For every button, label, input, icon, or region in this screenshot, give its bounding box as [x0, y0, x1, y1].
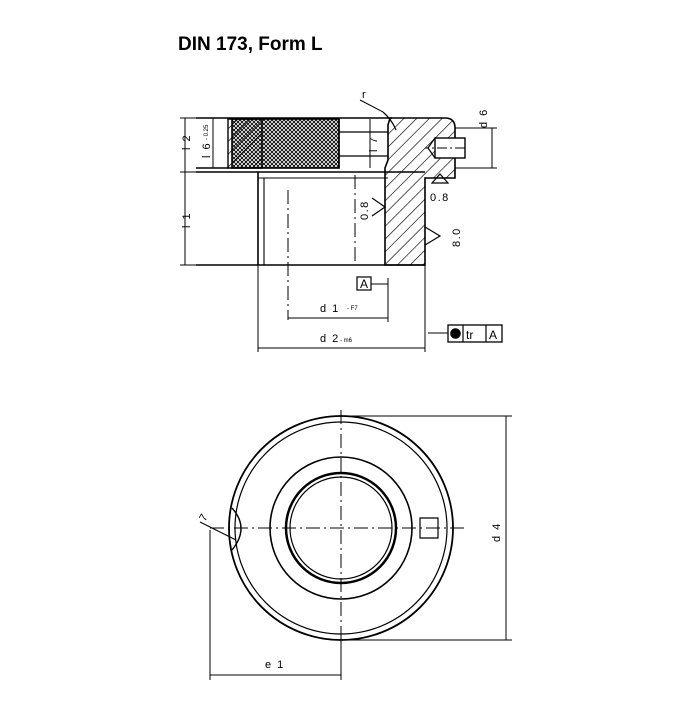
label-l2: l 2	[181, 134, 193, 150]
tolerance-datum: A	[489, 328, 497, 342]
section-view	[180, 99, 503, 352]
top-view	[199, 410, 512, 680]
datum-label: A	[360, 277, 368, 291]
label-d2-tolerance: - m6	[340, 338, 353, 344]
label-l1: l 1	[181, 212, 193, 228]
label-roughness-face: 0.8	[430, 192, 450, 204]
drawing-title: DIN 173, Form L	[178, 34, 323, 55]
insert-left-block	[227, 118, 263, 169]
label-d6: d 6	[478, 108, 490, 128]
label-r: r	[362, 89, 367, 101]
tolerance-symbol: tr	[466, 328, 473, 342]
label-e1: e 1	[265, 659, 285, 671]
label-roughness-outer: 8.0	[451, 227, 463, 247]
label-d2: d 2	[320, 333, 340, 345]
label-l6-tolerance: - 0.25	[204, 124, 210, 140]
label-d1: d 1	[320, 303, 340, 315]
label-notch-radius: 7	[197, 511, 211, 524]
label-roughness-bore: 0.8	[359, 200, 371, 220]
label-l7: l 7	[368, 136, 380, 152]
label-d1-tolerance: - F7	[347, 306, 358, 312]
label-d4: d 4	[491, 522, 503, 542]
label-l6: l 6	[201, 142, 213, 158]
